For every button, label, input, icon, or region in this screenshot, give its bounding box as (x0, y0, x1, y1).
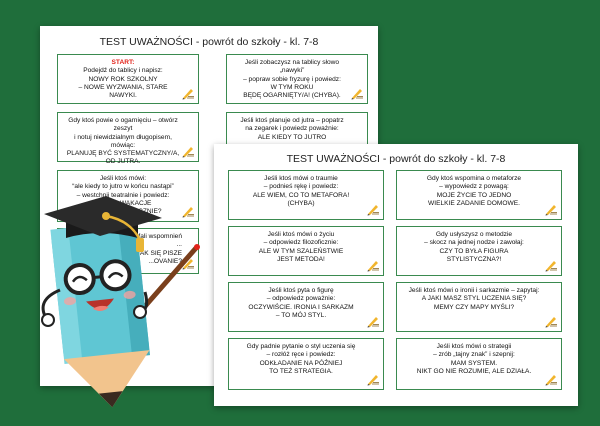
task-card: Jeśli ktoś mówi: “ale kiedy to jutro w k… (57, 170, 199, 222)
card-line: ALE W TYM SZALEŃSTWIE (258, 247, 344, 255)
card-line: NOWY ROK SZKOLNY (88, 75, 158, 83)
card-line: – westchnij teatralnie i powiedz: (76, 191, 170, 199)
card-line: BĘDĘ OGARNIĘTY/A! (CHYBA). (243, 92, 341, 100)
card-line: A JAKI MASZ STYL UCZENIA SIĘ? (421, 295, 527, 303)
pencil-icon (545, 261, 557, 272)
task-card: Jeśli ktoś planuje od jutra – popatrz na… (226, 112, 368, 148)
task-card: Jeśli ktoś pyta o figurę – odpowiedz pow… (228, 282, 384, 332)
card-line: MAM SYSTEM. (450, 359, 498, 367)
card-line: Gdy usłyszysz o metodzie (435, 231, 513, 238)
card-line: – TO MÓJ STYL. (275, 311, 327, 319)
card-line: “ale kiedy to jutro w końcu nastąpi” (72, 183, 174, 191)
card-line: Jeśli ktoś mówi o życiu (267, 231, 335, 238)
card-line: Jeśli zobaczysz na tablicy słowo „nawyki… (244, 59, 340, 75)
task-card: Jeśli ktoś mówi o ironii i sarkazmie – z… (396, 282, 562, 332)
card-line: OD JUTRA. (105, 158, 141, 166)
pencil-icon (367, 375, 379, 386)
card-line: – skocz na jednej nodze i zawołaj: (424, 239, 524, 247)
card-line: OCZYWIŚCIE. IRONIA I SARKAZM (248, 303, 354, 311)
card-line: Gdy ktoś powie o ogarnięciu – otwórz zes… (68, 117, 178, 133)
task-card: Jeśli ktoś mówi o życiu – odpowiedz filo… (228, 226, 384, 276)
card-line: Gdy padnie pytanie o styl uczenia się (246, 343, 356, 350)
card-line: MEMY CZY MAPY MYŚLI? (433, 303, 515, 311)
card-line: Jeśli ktoś pyta o figurę (268, 287, 334, 294)
pencil-icon (182, 207, 194, 218)
card-line: – podnieś rękę i powiedz: (263, 183, 339, 191)
task-card: Jeśli ktoś mówi o traumie – podnieś rękę… (228, 170, 384, 220)
card-line: TO TEŻ STRATEGIA. (269, 367, 333, 375)
task-card: Gdy ktoś powie o ogarnięciu – otwórz zes… (57, 112, 199, 165)
card-line: CZEMU WAKACJE (94, 199, 152, 207)
card-line: – rozłóż ręce i powiedz: (266, 351, 336, 359)
task-card: Jeśli ktoś mówi o strategii – zrób „tajn… (396, 338, 562, 390)
task-card: Jeśli zobaczysz na tablicy słowo „nawyki… (226, 54, 368, 104)
card-line: i notuj niewidzialnym długopisem, mówiąc… (74, 133, 172, 149)
card-line: ODKŁADANIE NA PÓŹNIEJ (259, 359, 343, 367)
sheet-title: TEST UWAŻNOŚCI - powrót do szkoły - kl. … (99, 36, 319, 48)
card-line: PLANUJĘ BYĆ SYSTEMATYCZNY/A, (66, 150, 180, 158)
card-line: – NOWE WYZWANIA, STARE NAWYKI. (78, 83, 168, 100)
card-line: NIKT GO NIE ROZUMIE, ALE DZIAŁA. (416, 367, 532, 375)
card-line: Jeśli ktoś mówi: (99, 175, 147, 182)
card-line: – popraw sobie fryzurę i powiedz: (243, 75, 341, 83)
pencil-icon (367, 261, 379, 272)
card-line: Jeśli ktoś mówi o strategii (436, 343, 512, 350)
card-line: JEST METODA! (277, 255, 325, 263)
pencil-icon (351, 89, 363, 100)
sheet-title: TEST UWAŻNOŚCI - powrót do szkoły - kl. … (286, 153, 506, 165)
card-line: (CHYBA) (287, 199, 315, 207)
card-line: – odpowiedz filozoficznie: (263, 239, 339, 247)
card-line: – zrób „tajny znak” i szepnij: (433, 351, 515, 359)
pencil-icon (182, 89, 194, 100)
card-line: ...OVANIE? (148, 257, 182, 265)
card-line: – odpowiedz poważnie: (266, 295, 336, 303)
card-line: WIELKIE ZADANIE DOMOWE. (428, 199, 520, 207)
task-card: Gdy ktoś wspomina o metaforze – wypowied… (396, 170, 562, 220)
start-label: START: (111, 59, 135, 66)
card-line: Podejdź do tablicy i napisz: (83, 67, 163, 75)
card-line: Jeśli ktoś planuje od jutra – popatrz (240, 117, 344, 124)
pencil-icon (182, 147, 194, 158)
card-line: Jeśli ktoś mówi o ironii i sarkazmie – z… (408, 287, 540, 294)
card-line: ALE KIEDY TO JUTRO (257, 133, 327, 141)
card-line: Jeśli ktoś mówi o traumie (264, 175, 338, 182)
pencil-icon (182, 259, 194, 270)
pencil-icon (367, 317, 379, 328)
card-line: ... (176, 241, 183, 249)
pencil-icon (545, 317, 557, 328)
card-line: NIE TRWAJĄ WIECZNIE? (84, 208, 162, 216)
card-line: ...JAK SIĘ PISZE (131, 249, 182, 257)
task-card: Gdy padnie pytanie o styl uczenia się – … (228, 338, 384, 390)
card-line: – wypowiedz z powagą: (439, 183, 509, 191)
pencil-icon (545, 375, 557, 386)
pencil-icon (367, 205, 379, 216)
card-line: MOJE ŻYCIE TO JEDNO (436, 191, 512, 199)
card-line: Gdy ktoś wspomina o metaforze (426, 175, 522, 182)
task-card: Gdy usłyszysz o metodzie – skocz na jedn… (396, 226, 562, 276)
card-line: CZY TO BYŁA FIGURA (439, 247, 509, 255)
card-line: ...fali wspomnień (132, 233, 182, 240)
card-line: ALE WIEM, CO TO METAFORA! (252, 191, 350, 199)
worksheet-front: TEST UWAŻNOŚCI - powrót do szkoły - kl. … (214, 144, 578, 406)
card-line: na zegarek i powiedz poważnie: (245, 125, 339, 133)
pencil-icon (545, 205, 557, 216)
task-card: START: Podejdź do tablicy i napisz: NOWY… (57, 54, 199, 104)
card-line: STYLISTYCZNA?! (446, 255, 502, 263)
card-line: W TYM ROKU (270, 83, 314, 91)
task-card: ...fali wspomnień ... ...JAK SIĘ PISZE .… (57, 228, 199, 274)
